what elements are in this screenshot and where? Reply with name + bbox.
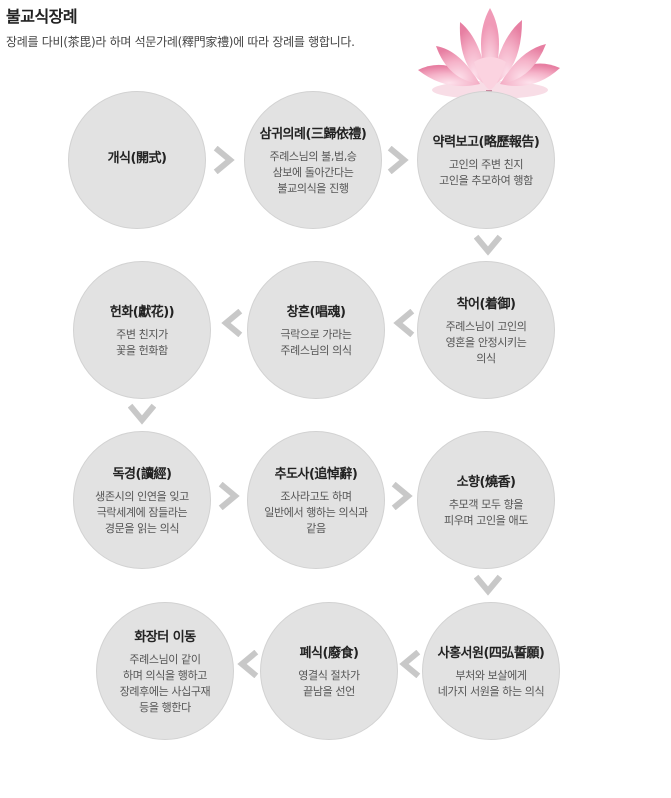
arrow-left-icon [234, 650, 262, 678]
arrow-down-icon [128, 400, 156, 428]
step-circle-incense: 소향(燒香) 추모객 모두 향을 피우며 고인을 애도 [417, 431, 555, 569]
step-desc: 고인의 주변 친지 고인을 추모하여 행함 [439, 158, 533, 187]
arrow-right-icon [388, 482, 416, 510]
arrow-right-icon [384, 146, 412, 174]
step-desc: 주례스님의 불,법,승 삼보에 돌아간다는 불교의식을 진행 [269, 150, 357, 195]
page-title: 불교식장례 [6, 7, 78, 26]
step-circle-biography: 약력보고(略歷報告) 고인의 주변 친지 고인을 추모하여 행함 [417, 91, 555, 229]
step-desc: 주변 친지가 꽃을 헌화함 [116, 328, 168, 357]
step-title: 화장터 이동 [134, 630, 196, 645]
arrow-left-icon [390, 309, 418, 337]
step-title: 추도사(追悼辭) [274, 467, 358, 482]
step-desc: 생존시의 인연을 잊고 극락세계에 잠들라는 경문을 읽는 의식 [95, 490, 189, 535]
step-title: 개식(開式) [107, 151, 167, 166]
step-desc: 추모객 모두 향을 피우며 고인을 애도 [444, 498, 528, 527]
step-desc: 주례스님이 같이 하며 의식을 행하고 장례후에는 사십구재 등을 행한다 [119, 653, 211, 714]
step-desc: 극락으로 가라는 주례스님의 의식 [280, 328, 352, 357]
step-circle-three-refuges: 삼귀의례(三歸依禮) 주례스님의 불,법,승 삼보에 돌아간다는 불교의식을 진… [244, 91, 382, 229]
step-title: 창혼(唱魂) [286, 305, 346, 320]
arrow-right-icon [210, 146, 238, 174]
step-circle-closing: 폐식(廢食) 영결식 절차가 끝남을 선언 [260, 602, 398, 740]
arrow-down-icon [474, 571, 502, 599]
arrow-down-icon [474, 231, 502, 259]
step-title: 헌화(獻花)) [109, 305, 175, 320]
step-title: 삼귀의례(三歸依禮) [259, 127, 367, 142]
step-circle-settling: 착어(着御) 주례스님이 고인의 영혼을 안정시키는 의식 [417, 261, 555, 399]
step-desc: 영결식 절차가 끝남을 선언 [298, 669, 360, 698]
step-circle-opening: 개식(開式) [68, 91, 206, 229]
step-title: 독경(讀經) [112, 467, 172, 482]
step-circle-eulogy: 추도사(追悼辭) 조사라고도 하며 일반에서 행하는 의식과 같음 [247, 431, 385, 569]
arrow-left-icon [218, 309, 246, 337]
step-title: 폐식(廢食) [299, 646, 359, 661]
step-desc: 주례스님이 고인의 영혼을 안정시키는 의식 [445, 320, 527, 365]
step-title: 소향(燒香) [456, 475, 516, 490]
lotus-flower-icon [418, 8, 560, 102]
step-desc: 부처와 보살에게 네가지 서원을 하는 의식 [437, 669, 545, 698]
arrow-left-icon [396, 650, 424, 678]
arrow-right-icon [215, 482, 243, 510]
step-circle-soul-chant: 창혼(唱魂) 극락으로 가라는 주례스님의 의식 [247, 261, 385, 399]
step-title: 약력보고(略歷報告) [432, 135, 540, 150]
step-desc: 조사라고도 하며 일반에서 행하는 의식과 같음 [264, 490, 368, 535]
step-circle-crematorium-move: 화장터 이동 주례스님이 같이 하며 의식을 행하고 장례후에는 사십구재 등을… [96, 602, 234, 740]
step-circle-four-vows: 사홍서원(四弘誓願) 부처와 보살에게 네가지 서원을 하는 의식 [422, 602, 560, 740]
step-title: 착어(着御) [456, 297, 516, 312]
intro-text: 장례를 다비(茶毘)라 하며 석문가례(釋門家禮)에 따라 장례를 행합니다. [6, 35, 355, 49]
step-circle-flower-offering: 헌화(獻花)) 주변 친지가 꽃을 헌화함 [73, 261, 211, 399]
step-title: 사홍서원(四弘誓願) [437, 646, 545, 661]
step-circle-sutra-reading: 독경(讀經) 생존시의 인연을 잊고 극락세계에 잠들라는 경문을 읽는 의식 [73, 431, 211, 569]
